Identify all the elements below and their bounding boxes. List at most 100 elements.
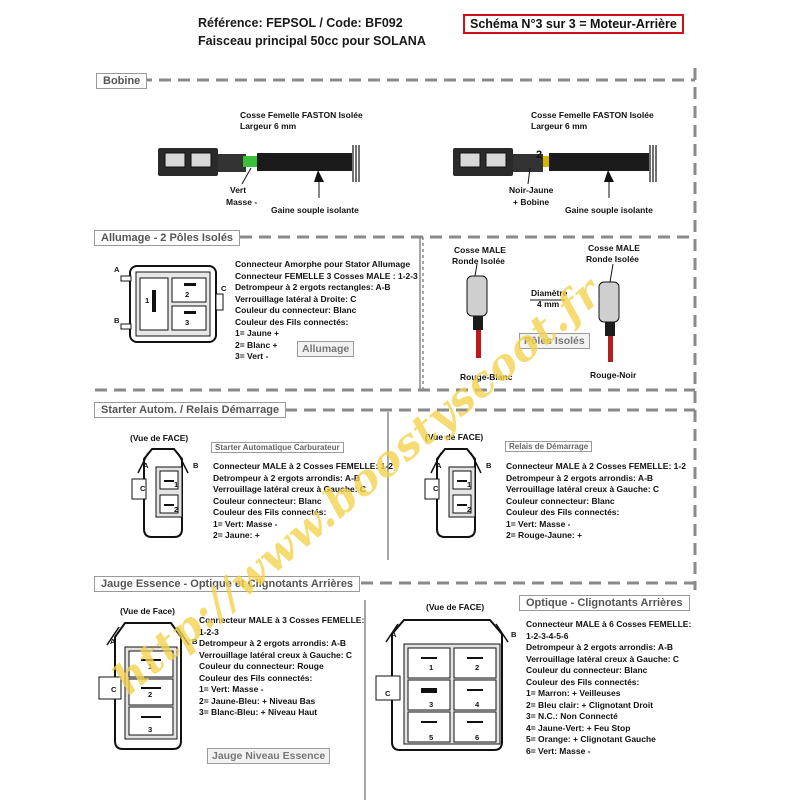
jauge-line-3: Detrompeur à 2 ergots arrondis: A-B xyxy=(199,638,347,648)
relais-b: B xyxy=(486,461,492,470)
starter-left-pin-1: 1 xyxy=(174,480,179,489)
bobine-left-caption2: Largeur 6 mm xyxy=(240,121,297,131)
allumage-letter-b: B xyxy=(114,316,120,325)
optique-letter-a: A xyxy=(391,630,397,639)
starter-left-a: A xyxy=(143,461,149,470)
starter-left-c: C xyxy=(140,484,146,493)
relais-line-5: Couleur des Fils connectés: xyxy=(506,507,620,517)
bobine-right-pin: 2 xyxy=(536,149,543,161)
starter-left-line-7: 2= Jaune: + xyxy=(213,530,260,540)
subtitle: Faisceau principal 50cc pour SOLANA xyxy=(198,34,426,48)
optique-line-3: Detrompeur à 2 ergots arrondis: A-B xyxy=(526,642,674,652)
optique-line-12: 6= Vert: Masse - xyxy=(526,745,591,756)
optique-line-10: 4= Jaune-Vert: + Feu Stop xyxy=(526,722,631,733)
optique-line-4: Verrouillage latéral creux à Gauche: C xyxy=(526,653,680,664)
poles-diameter-value: 4 mm xyxy=(537,299,560,309)
poles-diameter: Diamètre xyxy=(531,288,568,298)
relais-subtitle: Relais de Démarrage xyxy=(505,441,593,452)
optique-line-11: 5= Orange: + Clignotant Gauche xyxy=(526,734,656,744)
allumage-line-5: Couleur du connecteur: Blanc xyxy=(235,305,357,315)
poles-left-wire: Rouge-Blanc xyxy=(460,372,513,382)
bobine-right-wire2: + Bobine xyxy=(513,197,550,207)
starter-left-line-4: Couleur connecteur: Blanc xyxy=(213,495,322,506)
jauge-line-4: Verrouillage latéral creux à Gauche: C xyxy=(199,649,353,660)
relais-line-2: Detrompeur à 2 ergots arrondis: A-B xyxy=(506,472,654,483)
jauge-letter-c: C xyxy=(111,685,117,694)
optique-connector xyxy=(375,619,509,751)
optique-view: (Vue de FACE) xyxy=(426,602,485,612)
jauge-line-9: 3= Blanc-Bleu: + Niveau Haut xyxy=(199,707,318,717)
starter-connector xyxy=(131,448,189,538)
starter-left-view: (Vue de FACE) xyxy=(130,433,189,443)
allumage-line-8: 2= Blanc + xyxy=(235,339,278,350)
jauge-connector xyxy=(98,622,190,750)
jauge-letter-b: B xyxy=(192,637,198,646)
bobine-right-caption2: Largeur 6 mm xyxy=(531,121,588,131)
relais-c: C xyxy=(433,484,439,493)
relais-connector xyxy=(424,448,482,538)
optique-line-5: Couleur du connecteur: Blanc xyxy=(526,665,648,675)
allumage-line-4: Verrouillage latéral à Droite: C xyxy=(235,293,357,304)
jauge-line-5: Couleur du connecteur: Rouge xyxy=(199,661,324,671)
bobine-left-sheath: Gaine souple isolante xyxy=(271,205,359,215)
allumage-letter-a: A xyxy=(114,265,120,274)
starter-left-line-2: Detrompeur à 2 ergots arrondis: A-B xyxy=(213,472,361,483)
relais-pin-1: 1 xyxy=(467,480,472,489)
optique-spec: Connecteur MALE à 6 Cosses FEMELLE: 1-2-… xyxy=(526,619,691,757)
pointer-arrows-left xyxy=(241,167,324,198)
starter-left-subtitle: Starter Automatique Carburateur xyxy=(211,442,344,453)
relais-line-1: Connecteur MALE à 2 Cosses FEMELLE: 1-2 xyxy=(506,461,686,471)
reference-title: Référence: FEPSOL / Code: BF092 xyxy=(198,16,403,30)
starter-left-line-3: Verrouillage latéral creux à Gauche: C xyxy=(213,484,367,494)
allumage-line-2: Connecteur FEMELLE 3 Cosses MALE : 1-2-3 xyxy=(235,270,418,281)
optique-line-9: 3= N.C.: Non Connecté xyxy=(526,711,618,721)
section-allumage-title: Allumage - 2 Pôles Isolés xyxy=(94,230,241,246)
faston-connector-right xyxy=(453,145,657,182)
starter-left-line-1: Connecteur MALE à 2 Cosses FEMELLE: 1-2 xyxy=(213,461,393,471)
allumage-pin-1: 1 xyxy=(145,296,150,305)
starter-left-pin-2: 2 xyxy=(174,505,179,514)
allumage-letter-c: C xyxy=(221,284,227,293)
bobine-right-wire: Noir-Jaune xyxy=(509,185,554,195)
allumage-line-7: 1= Jaune + xyxy=(235,328,279,338)
section-optique-title: Optique - Clignotants Arrières xyxy=(519,595,690,611)
pointer-arrows-right xyxy=(527,167,614,198)
starter-left-spec: Connecteur MALE à 2 Cosses FEMELLE: 1-2 … xyxy=(213,461,393,542)
optique-line-2: 1-2-3-4-5-6 xyxy=(526,630,569,641)
optique-line-6: Couleur des Fils connectés: xyxy=(526,676,640,687)
allumage-line-9: 3= Vert - xyxy=(235,351,269,361)
ronde-connectors xyxy=(466,263,620,362)
bobine-left-wire2: Masse - xyxy=(226,197,258,207)
bobine-left-caption: Cosse Femelle FASTON Isolée xyxy=(240,110,363,120)
jauge-line-7: 1= Vert: Masse - xyxy=(199,684,264,694)
relais-line-3: Verrouillage latéral creux à Gauche: C xyxy=(506,484,660,494)
optique-pin-1: 1 xyxy=(429,663,434,672)
starter-left-line-5: Couleur des Fils connectés: xyxy=(213,507,327,517)
optique-pin-3: 3 xyxy=(429,700,434,709)
section-starter-title: Starter Autom. / Relais Démarrage xyxy=(94,402,287,418)
optique-line-7: 1= Marron: + Veilleuses xyxy=(526,688,621,698)
schema-badge: Schéma N°3 sur 3 = Moteur-Arrière xyxy=(463,14,684,34)
jauge-spec: Connecteur MALE à 3 Cosses FEMELLE: 1-2-… xyxy=(199,615,364,719)
relais-a: A xyxy=(436,461,442,470)
relais-pin-2: 2 xyxy=(467,505,472,514)
allumage-line-1: Connecteur Amorphe pour Stator Allumage xyxy=(235,259,411,269)
poles-tag: Pôles Isolés xyxy=(519,333,590,349)
jauge-line-2: 1-2-3 xyxy=(199,626,219,637)
optique-line-8: 2= Bleu clair: + Clignotant Droit xyxy=(526,699,654,710)
poles-right-wire: Rouge-Noir xyxy=(590,370,637,380)
optique-line-1: Connecteur MALE à 6 Cosses FEMELLE: xyxy=(526,619,692,629)
poles-right-caption: Cosse MALE xyxy=(588,243,640,253)
jauge-line-6: Couleur des Fils connectés: xyxy=(199,672,313,683)
optique-pin-4: 4 xyxy=(475,700,480,709)
jauge-pin-1: 1 xyxy=(148,662,153,671)
allumage-tag: Allumage xyxy=(297,341,355,357)
poles-left-caption: Cosse MALE xyxy=(454,245,506,255)
section-bobine-title: Bobine xyxy=(96,73,148,89)
section-jauge-title: Jauge Essence - Optique et Clignotants A… xyxy=(94,576,361,592)
optique-pin-5: 5 xyxy=(429,733,434,742)
bobine-right-sheath: Gaine souple isolante xyxy=(565,205,653,215)
jauge-pin-3: 3 xyxy=(148,725,153,734)
optique-pin-6: 6 xyxy=(475,733,480,742)
faston-connector-left xyxy=(158,145,360,182)
